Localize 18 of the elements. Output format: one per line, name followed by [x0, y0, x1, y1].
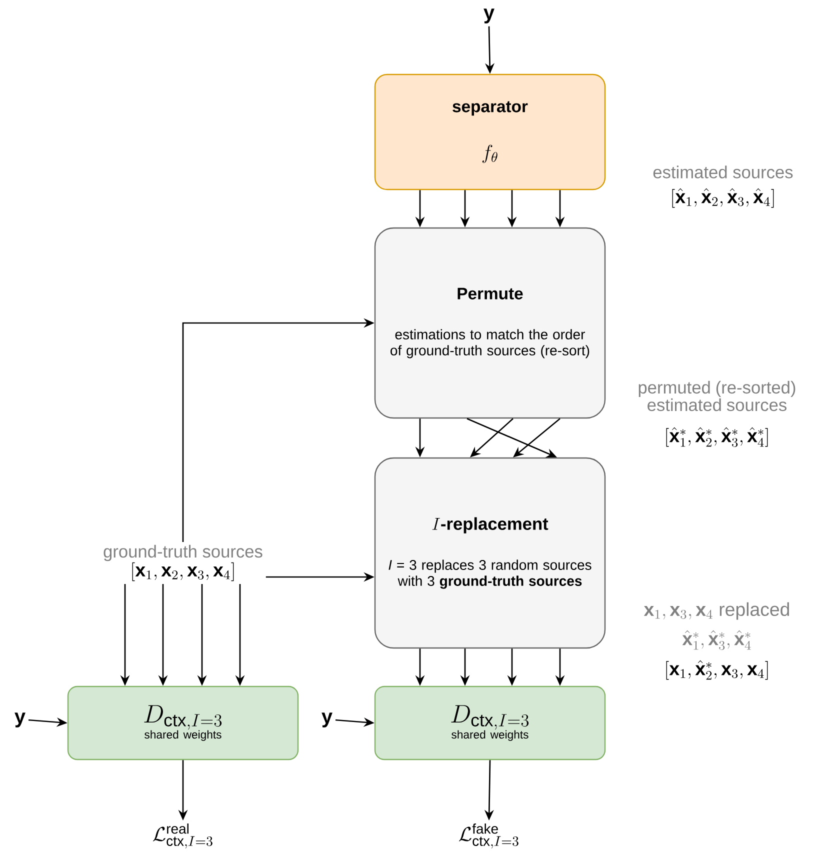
discriminator-box: $D_{\mathrm{ctx},I=3}$ shared weights [67, 686, 299, 760]
process-box: Permute estimations to match the order of ground-truth sources (re-sort) [374, 227, 606, 419]
loss-label: $\mathcal{L}^{\mathrm{fake}}_{\mathrm{ctx},I=3}$ [458, 823, 518, 849]
annotation: $[\hat{\mathbf{x}}^*_1, \hat{\mathbf{x}}^*_2, \hat{\mathbf{x}}^*_3, \hat{\mathbf{x}}^*_4]$ [666, 427, 768, 447]
signal-label: $\mathbf{y}$ [484, 8, 494, 24]
annotation: $\hat{\mathbf{x}}^*_1, \hat{\mathbf{x}}^*_3, \hat{\mathbf{x}}^*_4$ [682, 630, 751, 650]
annotation: $\mathbf{x}_1, \mathbf{x}_3, \mathbf{x}_4 \textrm{ replaced}$ [644, 602, 789, 620]
source-list: ground-truth sources $[\mathbf{x}_1, \mathbf{x}_2, \mathbf{x}_3, \mathbf{x}_4]$ [104, 544, 262, 582]
signal-label: $\mathbf{y}$ [14, 712, 26, 728]
loss-label: $\mathcal{L}^{\mathrm{real}}_{\mathrm{ctx},I=3}$ [152, 823, 212, 849]
discriminator-box: $D_{\mathrm{ctx},I=3}$ shared weights [374, 686, 606, 760]
process-box: $I\textbf{-replacement}$ I = 3 replaces 3 random sources with 3 ground-truth sources [374, 457, 606, 649]
annotation: $[\mathbf{x}_1, \hat{\mathbf{x}}^*_2, \mathbf{x}_3, \mathbf{x}_4]$ [666, 660, 768, 680]
signal-label: $\mathbf{y}$ [322, 712, 332, 728]
annotation: estimated sources [653, 166, 793, 178]
annotation: $[\hat{\mathbf{x}}_1, \hat{\mathbf{x}}_2, \hat{\mathbf{x}}_3, \hat{\mathbf{x}}_4]$ [672, 188, 774, 208]
annotation: permuted (re-sorted) estimated sources [638, 380, 796, 412]
process-box: separator $f_\theta$ [374, 74, 606, 190]
